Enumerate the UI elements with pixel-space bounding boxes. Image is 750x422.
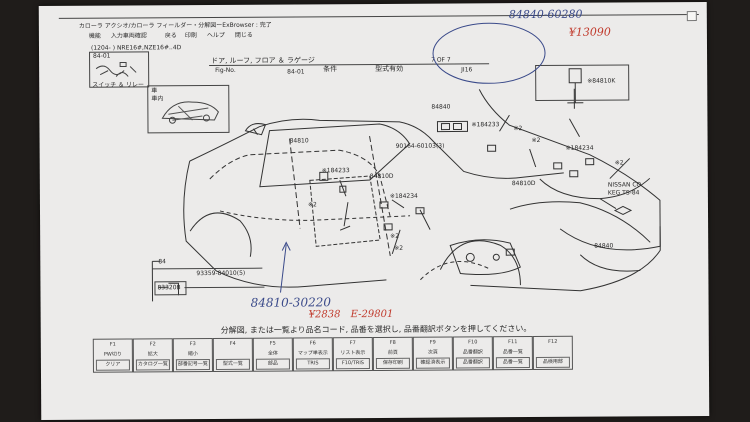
fkey-f6[interactable]: F6 マップ単表示 TRIS — [292, 337, 333, 372]
fkey-f4[interactable]: F4 型式一覧 — [212, 337, 253, 372]
fkey-f6-number: F6 — [309, 340, 316, 347]
callout-90164[interactable]: 90164-60103(3) — [395, 142, 445, 150]
handwritten-part-number-bottom: 84810-30220 — [250, 295, 332, 310]
callout-84810[interactable]: 84810 — [289, 137, 309, 145]
callout-184234-right[interactable]: ※184234 — [565, 144, 594, 152]
menu-vehicle-confirm[interactable]: 入力車両確認 — [110, 32, 147, 40]
callout-83320b: 83320B — [157, 284, 181, 292]
callout-2-c[interactable]: ※2 — [614, 159, 624, 167]
fkey-f5-number: F5 — [269, 340, 276, 347]
menu-back[interactable]: 戻る — [164, 32, 177, 40]
fkey-f8-number: F8 — [389, 339, 396, 346]
fkey-f1[interactable]: F1 PW切り クリア — [92, 338, 133, 373]
fkey-f9-label: 次頁 — [427, 349, 438, 356]
callout-2-b[interactable]: ※2 — [531, 136, 541, 145]
callout-84810d-right[interactable]: 84810D — [511, 180, 536, 188]
save-print-button[interactable]: 保存印刷 — [375, 357, 410, 369]
fkey-f9-number: F9 — [429, 339, 436, 346]
fkey-f2-number: F2 — [149, 341, 156, 348]
callout-2-a[interactable]: ※2 — [513, 125, 523, 133]
fkey-f3-number: F3 — [189, 341, 196, 348]
inspection-button[interactable]: 品検用部 — [535, 356, 570, 369]
handwritten-arrow-bottom — [280, 241, 291, 293]
confirmed-display-button[interactable]: 確認済表示 — [415, 357, 450, 369]
printed-screenshot-page: カローラ アクシオ/カローラ フィールダー・分解図ーExBrowser : 完了… — [38, 1, 710, 421]
fkey-f7[interactable]: F7 リスト表示 F10/TRIS — [332, 337, 373, 372]
menu-help[interactable]: ヘルプ — [206, 31, 225, 40]
callout-2-d[interactable]: ※2 — [307, 201, 317, 209]
fkey-f9[interactable]: F9 次頁 確認済表示 — [412, 336, 453, 371]
preview-car-icon — [161, 101, 219, 124]
nissan-emblem-label: NISSAN CO. — [607, 181, 643, 189]
fkey-f7-label: リスト表示 — [340, 350, 366, 357]
part-box-83320b[interactable]: 83320B — [154, 281, 187, 296]
fkey-f3-label: 縮小 — [187, 351, 198, 358]
parts-button[interactable]: 部品 — [255, 358, 290, 370]
window-title: カローラ アクシオ/カローラ フィールダー・分解図ーExBrowser : 完了 — [78, 21, 272, 30]
fkey-f10-number: F10 — [468, 339, 478, 346]
callout-2-f[interactable]: ※2 — [394, 244, 404, 252]
fkey-f2[interactable]: F2 拡大 カタログ一覧 — [132, 338, 173, 373]
fkey-f12-number: F12 — [548, 338, 558, 345]
part-list-button[interactable]: 品番一覧 — [495, 357, 530, 369]
callout-184234-mid[interactable]: ※184234 — [389, 192, 418, 200]
tris-button[interactable]: TRIS — [295, 358, 330, 370]
handwritten-price-bottom: ¥2838 — [308, 309, 341, 321]
callout-box-84810k — [535, 64, 630, 102]
fkey-f4-number: F4 — [229, 340, 236, 347]
callout-84810d[interactable]: 84810D — [369, 172, 394, 181]
fkey-f5[interactable]: F5 全体 部品 — [252, 337, 293, 372]
fkey-f11[interactable]: F11 品番一覧 品番一覧 — [492, 336, 533, 371]
callout-84[interactable]: 84 — [158, 258, 166, 266]
part-symbol-list-button[interactable]: 部番記号一覧 — [175, 359, 210, 371]
instruction-text: 分解図, または一覧より品名コード, 品番を選択し, 品番翻訳ボタンを押してくだ… — [220, 324, 532, 335]
fkey-f10-label: 品番翻訳 — [462, 349, 483, 356]
fkey-f1-number: F1 — [109, 341, 116, 348]
fkey-f5-label: 全体 — [267, 350, 278, 357]
fkey-f7-number: F7 — [349, 340, 356, 347]
callout-2-e[interactable]: ※2 — [390, 232, 400, 240]
catalog-list-button[interactable]: カタログ一覧 — [135, 359, 170, 371]
fkey-f10[interactable]: F10 品番翻訳 品番翻訳 — [452, 336, 493, 371]
f10-tris-button[interactable]: F10/TRIS — [335, 358, 370, 370]
callout-84840-right[interactable]: 84840 — [594, 242, 614, 250]
exploded-door-diagram[interactable] — [39, 58, 709, 322]
handwritten-circle-top — [432, 22, 546, 84]
menu-close[interactable]: 閉じる — [234, 31, 253, 39]
fkey-f6-label: マップ単表示 — [297, 350, 328, 357]
clear-button[interactable]: クリア — [95, 359, 130, 371]
callout-184233-a[interactable]: ※184233 — [321, 167, 350, 175]
fkey-f1-label: PW切り — [103, 351, 122, 358]
part-translate-button[interactable]: 品番翻訳 — [455, 357, 490, 369]
thumbnail-parts-icon — [95, 62, 137, 77]
nissan-emblem-sublabel: KEG TS-84 — [607, 189, 640, 197]
handwritten-code-bottom: E-29801 — [350, 308, 394, 321]
thumbnail-switch-relay[interactable]: 84-01 スイッチ ＆ リレー — [89, 51, 150, 89]
preview-panel[interactable]: 車 車内 — [147, 84, 230, 134]
menu-print[interactable]: 印刷 — [184, 32, 197, 40]
title-bar-rule — [58, 14, 699, 19]
callout-184233-b[interactable]: ※184233 — [471, 121, 500, 129]
handwritten-price-top: ¥13090 — [568, 25, 611, 39]
fkey-f2-label: 拡大 — [147, 351, 158, 358]
fkey-f12[interactable]: F12 品検用部 — [532, 335, 573, 371]
callout-84840-left[interactable]: 84840 — [431, 103, 451, 111]
model-list-button[interactable]: 型式一覧 — [215, 358, 250, 370]
menu-function[interactable]: 機能 — [88, 32, 101, 40]
callout-93359[interactable]: 93359-84010(5) — [196, 269, 246, 278]
fkey-f8-label: 前頁 — [387, 349, 398, 356]
fkey-f11-label: 品番一覧 — [502, 349, 523, 356]
window-close-box[interactable] — [686, 11, 697, 22]
fkey-f11-number: F11 — [508, 339, 518, 346]
fkey-f3[interactable]: F3 縮小 部番記号一覧 — [172, 337, 213, 373]
fkey-f8[interactable]: F8 前頁 保存印刷 — [372, 336, 413, 372]
